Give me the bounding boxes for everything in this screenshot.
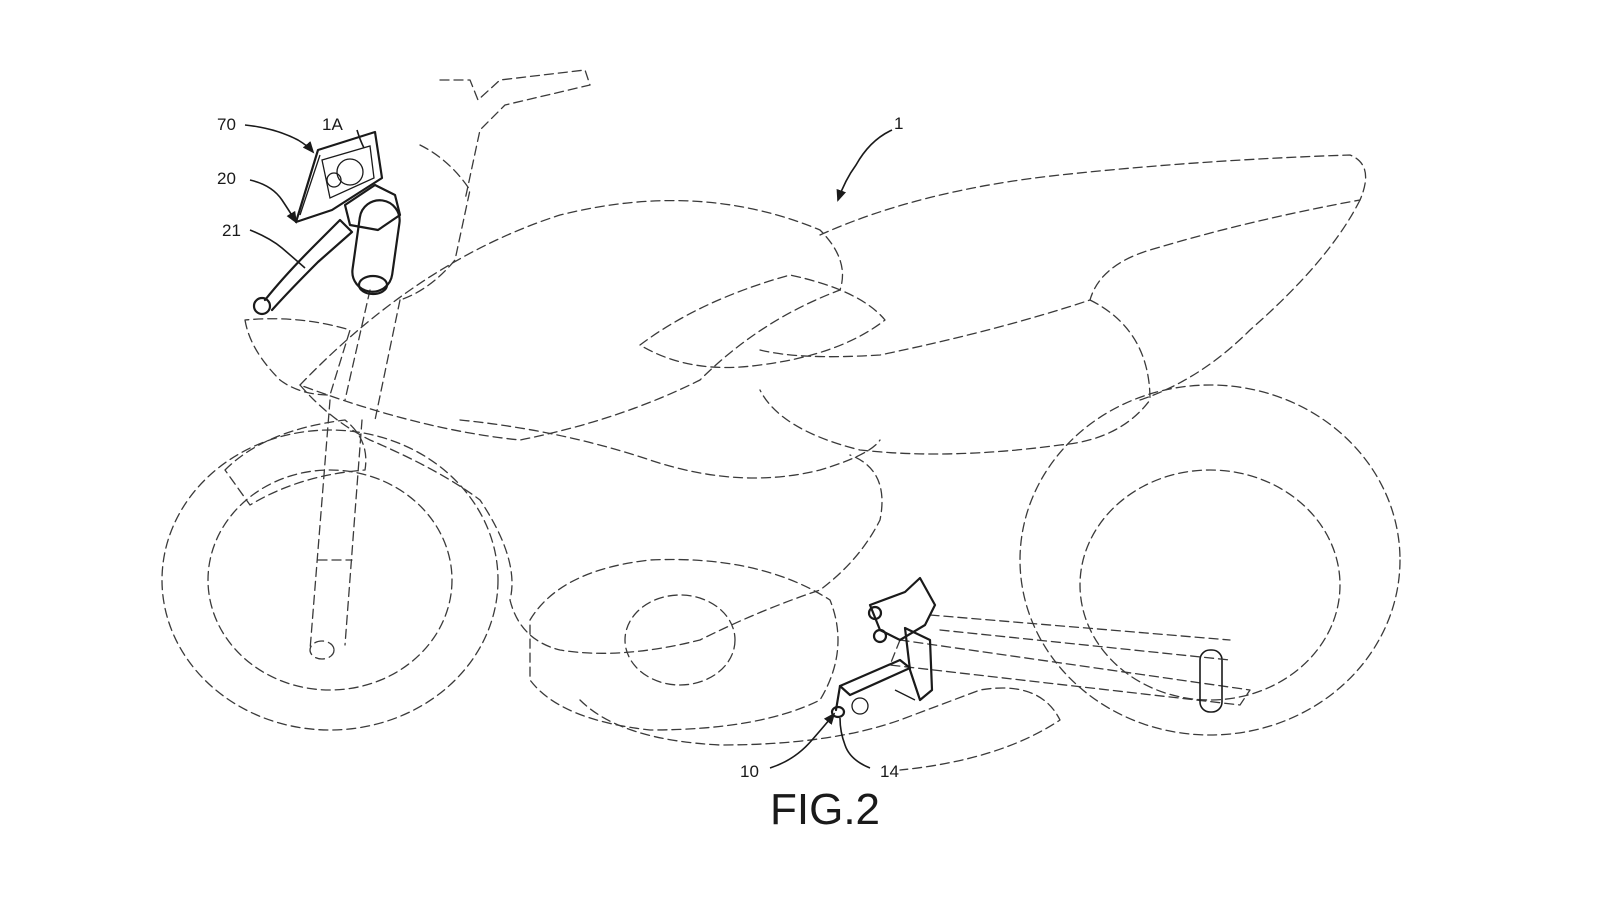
clutch-lever	[252, 218, 354, 316]
ref-label-10: 10	[740, 762, 759, 781]
ref-label-21: 21	[222, 221, 241, 240]
figure-caption: FIG.2	[770, 785, 881, 834]
motorcycle-outline	[161, 69, 1401, 771]
shift-pedal-assembly	[830, 576, 937, 719]
tank-panel	[639, 274, 886, 369]
leader-10	[769, 712, 836, 769]
ref-label-14: 14	[880, 762, 899, 781]
steering-stem	[344, 289, 401, 421]
chain-line	[929, 614, 1231, 661]
rear-frame	[1139, 199, 1361, 401]
meter-unit	[294, 130, 384, 224]
seat	[759, 154, 1367, 358]
front-fender	[224, 419, 367, 506]
leader-21	[249, 229, 306, 269]
leader-20	[249, 179, 298, 224]
ref-label-1: 1	[894, 114, 904, 133]
frame-spar	[459, 419, 881, 479]
ref-label-70: 70	[217, 115, 236, 134]
front-fork	[309, 399, 363, 651]
rear-wheel-outer	[1019, 384, 1401, 736]
front-hub	[309, 640, 335, 660]
leader-70	[244, 124, 315, 154]
tail-cowl	[759, 299, 1151, 455]
fuel-tank	[299, 199, 844, 441]
ref-label-20: 20	[217, 169, 236, 188]
leader-14	[839, 717, 871, 769]
front-wheel-inner	[207, 469, 453, 691]
exhaust	[579, 687, 1061, 771]
headlight-cowl	[244, 318, 351, 396]
rear-axle	[1199, 649, 1223, 713]
engine-block	[529, 558, 839, 731]
side-cover	[299, 384, 883, 654]
swing-arm	[889, 639, 1251, 706]
front-wheel-outer	[161, 429, 499, 731]
leader-1	[836, 129, 893, 202]
left-switch-and-grip	[343, 183, 402, 296]
handlebar-mount	[399, 144, 471, 301]
ref-label-1a: 1A	[322, 115, 343, 134]
leader-1a	[356, 129, 365, 149]
engine-case	[624, 594, 736, 686]
handlebar-left	[439, 69, 591, 201]
rear-wheel-inner	[1079, 469, 1341, 701]
leader-lines	[244, 124, 893, 769]
